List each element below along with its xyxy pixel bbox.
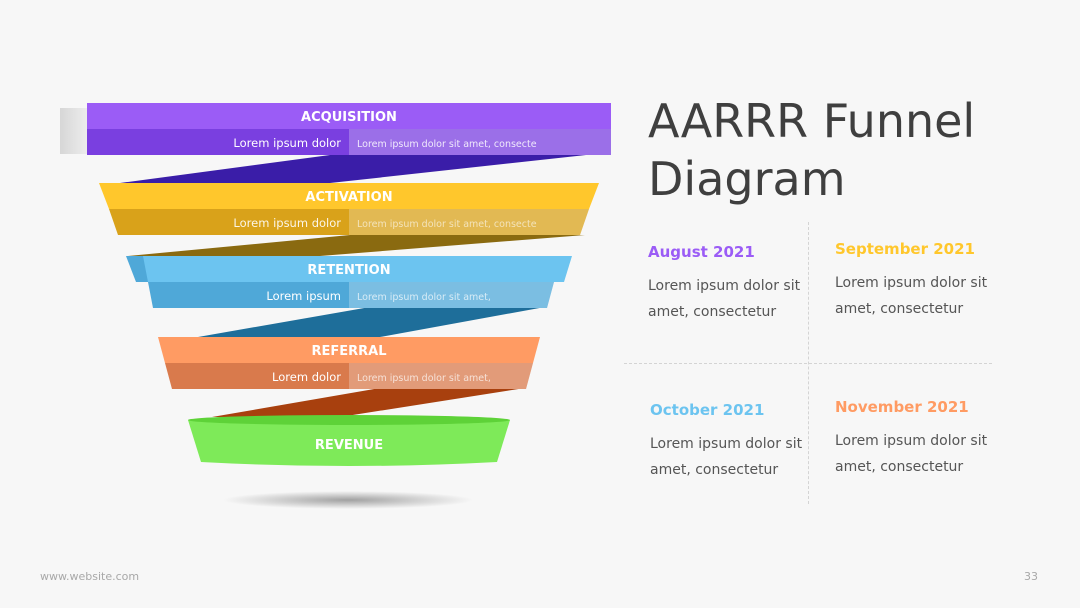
timeline-desc: Lorem ipsum dolor sit amet, consectetur xyxy=(650,436,803,478)
stage-retention: RETENTION Lorem ipsum Lorem ipsum dolor … xyxy=(126,256,572,308)
band-acquisition-activation xyxy=(120,155,586,183)
footer-website[interactable]: www.website.com xyxy=(40,570,140,583)
stage-acquisition: ACQUISITION Lorem ipsum dolor Lorem ipsu… xyxy=(60,103,611,155)
stage-activation: ACTIVATION Lorem ipsum dolor Lorem ipsum… xyxy=(99,183,599,235)
stage-note-retention: Lorem ipsum dolor sit amet, xyxy=(357,292,491,303)
stage-referral: REFERRAL Lorem dolor Lorem ipsum dolor s… xyxy=(158,337,540,389)
timeline-desc: Lorem ipsum dolor sit amet, consectetur xyxy=(648,278,801,320)
slide-title-line1: AARRR Funnel xyxy=(648,94,976,148)
stage-name-acquisition: ACQUISITION xyxy=(301,110,397,125)
stage-note-activation: Lorem ipsum dolor sit amet, consecte xyxy=(357,219,537,230)
funnel-ground-shadow xyxy=(223,491,473,509)
stage-note-referral: Lorem ipsum dolor sit amet, xyxy=(357,373,491,384)
band-retention-referral xyxy=(198,307,545,337)
band-activation-retention xyxy=(128,235,585,256)
timeline-item-october: October 2021 Lorem ipsum dolor sit amet,… xyxy=(650,401,820,483)
timeline-item-august: August 2021 Lorem ipsum dolor sit amet, … xyxy=(648,243,818,325)
timeline-date: October 2021 xyxy=(650,401,765,419)
page-number: 33 xyxy=(1024,570,1038,583)
stage-revenue: REVENUE xyxy=(188,415,510,466)
stage-label-referral: Lorem dolor xyxy=(272,370,341,384)
stage-note-acquisition: Lorem ipsum dolor sit amet, consecte xyxy=(357,139,537,150)
timeline-date: September 2021 xyxy=(835,240,975,258)
stage-name-revenue: REVENUE xyxy=(315,438,383,453)
stage-name-referral: REFERRAL xyxy=(311,344,386,359)
stage-name-activation: ACTIVATION xyxy=(305,190,392,205)
stage-label-activation: Lorem ipsum dolor xyxy=(233,216,341,230)
stage-label-acquisition: Lorem ipsum dolor xyxy=(233,136,341,150)
slide-title: AARRR Funnel Diagram xyxy=(648,92,1068,208)
timeline-desc: Lorem ipsum dolor sit amet, consectetur xyxy=(835,275,988,317)
stage-label-retention: Lorem ipsum xyxy=(266,289,341,303)
timeline-horizontal-divider xyxy=(624,363,992,364)
timeline-item-september: September 2021 Lorem ipsum dolor sit ame… xyxy=(835,240,1005,322)
timeline-desc: Lorem ipsum dolor sit amet, consectetur xyxy=(835,433,988,475)
timeline-date: November 2021 xyxy=(835,398,969,416)
slide-title-line2: Diagram xyxy=(648,152,846,206)
timeline-date: August 2021 xyxy=(648,243,755,261)
stage-name-retention: RETENTION xyxy=(307,263,390,278)
aarrr-funnel: ACQUISITION Lorem ipsum dolor Lorem ipsu… xyxy=(60,103,611,509)
band-referral-revenue xyxy=(212,388,525,417)
timeline-item-november: November 2021 Lorem ipsum dolor sit amet… xyxy=(835,398,1005,480)
